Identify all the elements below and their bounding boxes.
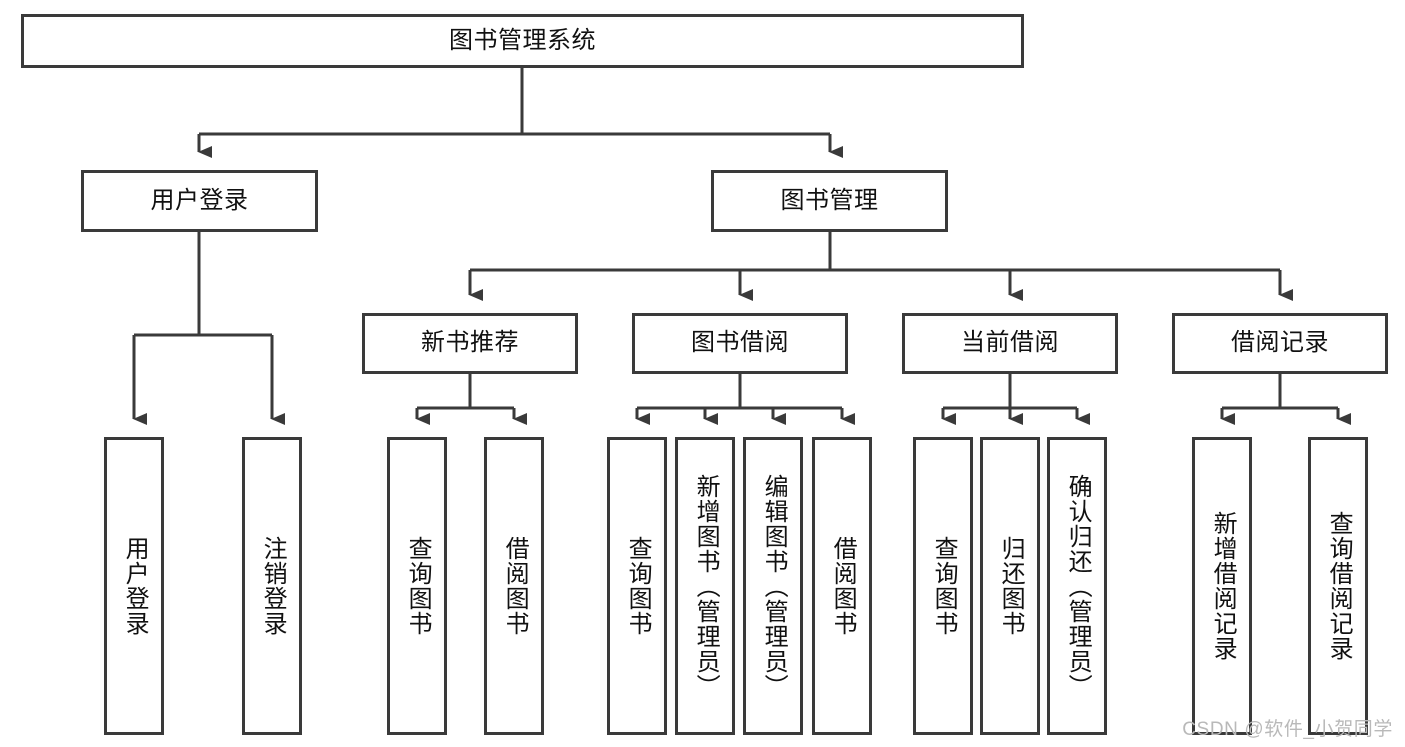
node-user-login-label: 用户登录 [150,186,249,214]
node-borrow-record-label: 借阅记录 [1231,329,1329,357]
watermark-text: CSDN @软件_小贺同学 [1182,719,1393,740]
node-root-label: 图书管理系统 [449,26,596,54]
leaf-nb-query-book-label: 查询图书 [404,536,432,636]
leaf-bb-borrow-book[interactable]: 借阅图书 [812,437,872,735]
leaf-cb-confirm-return-admin[interactable]: 确认归还（管理员） [1047,437,1107,735]
leaf-bb-borrow-book-label: 借阅图书 [829,536,857,636]
leaf-br-add-record-label: 新增借阅记录 [1209,511,1237,661]
node-book-borrow-label: 图书借阅 [691,329,789,357]
leaf-nb-query-book[interactable]: 查询图书 [387,437,447,735]
leaf-nb-borrow-book-label: 借阅图书 [501,536,529,636]
leaf-user-login-label: 用户登录 [121,536,149,636]
node-book-management-label: 图书管理 [780,186,879,214]
node-new-book-recommend-label: 新书推荐 [421,329,519,357]
node-book-management[interactable]: 图书管理 [711,170,948,232]
leaf-logout[interactable]: 注销登录 [242,437,302,735]
node-book-borrow[interactable]: 图书借阅 [632,313,848,374]
node-borrow-record[interactable]: 借阅记录 [1172,313,1388,374]
leaf-bb-query-book[interactable]: 查询图书 [607,437,667,735]
node-root[interactable]: 图书管理系统 [21,14,1024,68]
leaf-cb-query-book[interactable]: 查询图书 [913,437,973,735]
leaf-bb-add-book-admin-label: 新增图书（管理员） [692,473,720,699]
leaf-bb-query-book-label: 查询图书 [624,536,652,636]
leaf-user-login[interactable]: 用户登录 [104,437,164,735]
leaf-br-query-record-label: 查询借阅记录 [1325,511,1353,661]
leaf-bb-edit-book-admin[interactable]: 编辑图书（管理员） [743,437,803,735]
leaf-cb-return-book[interactable]: 归还图书 [980,437,1040,735]
leaf-bb-edit-book-admin-label: 编辑图书（管理员） [760,473,788,699]
leaf-nb-borrow-book[interactable]: 借阅图书 [484,437,544,735]
node-new-book-recommend[interactable]: 新书推荐 [362,313,578,374]
node-current-borrow-label: 当前借阅 [961,329,1059,357]
leaf-br-query-record[interactable]: 查询借阅记录 [1308,437,1368,735]
node-current-borrow[interactable]: 当前借阅 [902,313,1118,374]
node-user-login[interactable]: 用户登录 [81,170,318,232]
leaf-cb-query-book-label: 查询图书 [930,536,958,636]
leaf-cb-return-book-label: 归还图书 [997,536,1025,636]
leaf-br-add-record[interactable]: 新增借阅记录 [1192,437,1252,735]
leaf-cb-confirm-return-admin-label: 确认归还（管理员） [1064,473,1092,699]
leaf-logout-label: 注销登录 [259,536,287,636]
leaf-bb-add-book-admin[interactable]: 新增图书（管理员） [675,437,735,735]
